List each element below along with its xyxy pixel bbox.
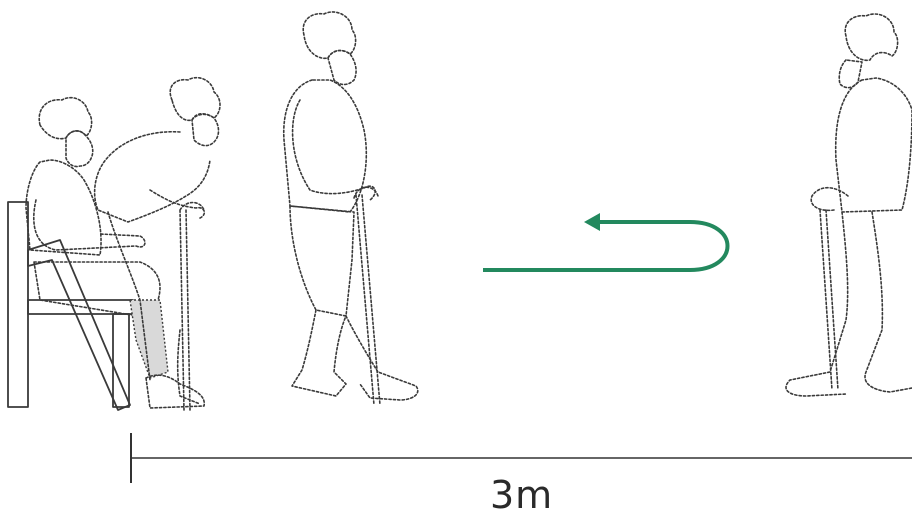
chair-armrest xyxy=(28,240,130,410)
walking-person xyxy=(284,12,418,405)
turn-around-arrow-path xyxy=(483,222,728,270)
chair-back xyxy=(8,202,28,407)
distance-label: 3m xyxy=(490,476,553,514)
chair-front-leg xyxy=(113,314,129,407)
turn-around-arrowhead xyxy=(584,213,600,231)
turning-person xyxy=(786,14,912,396)
turn-around-arrow xyxy=(483,213,728,270)
